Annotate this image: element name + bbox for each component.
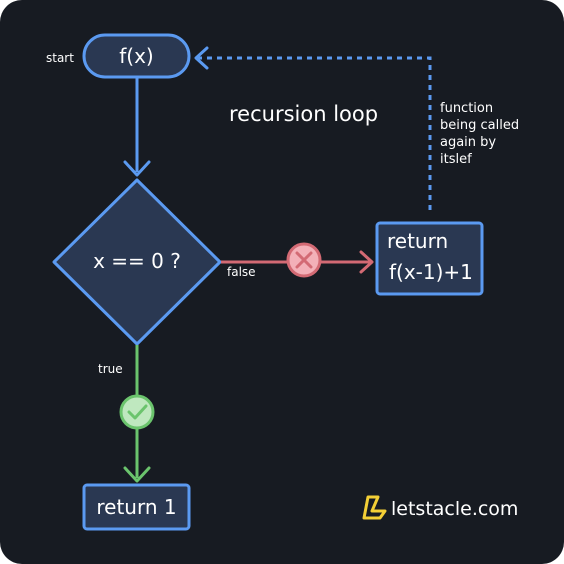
check-circle-icon <box>119 394 155 430</box>
letstacle-logo-icon <box>362 495 387 520</box>
condition-label: x == 0 ? <box>93 249 181 273</box>
start-label: start <box>46 51 74 65</box>
recursion-note: function being called again by itslef <box>440 101 519 167</box>
base-return-node: return 1 <box>82 483 191 531</box>
recursive-return-line2: f(x-1)+1 <box>389 260 473 284</box>
start-to-condition-arrow <box>123 78 151 177</box>
brand-name: letstacle.com <box>391 498 518 520</box>
false-label: false <box>227 265 256 279</box>
recursion-note-line: being called <box>440 118 519 133</box>
recursion-note-line: function <box>440 101 493 116</box>
start-node-label: f(x) <box>119 44 153 68</box>
true-branch-arrow <box>123 345 151 483</box>
base-return-label: return 1 <box>96 495 176 519</box>
false-branch-arrow <box>221 250 374 274</box>
recursion-note-line: itslef <box>440 152 472 167</box>
condition-node: x == 0 ? <box>52 178 222 346</box>
recursion-note-line: again by <box>440 135 496 150</box>
recursion-loop-label: recursion loop <box>229 102 378 126</box>
start-node: f(x) <box>82 33 191 79</box>
recursive-return-node: return f(x-1)+1 <box>375 221 484 296</box>
x-circle-icon <box>286 242 322 278</box>
true-label: true <box>98 362 123 376</box>
recursive-return-line1: return <box>387 229 448 253</box>
recursion-loop-arrow <box>194 46 432 210</box>
